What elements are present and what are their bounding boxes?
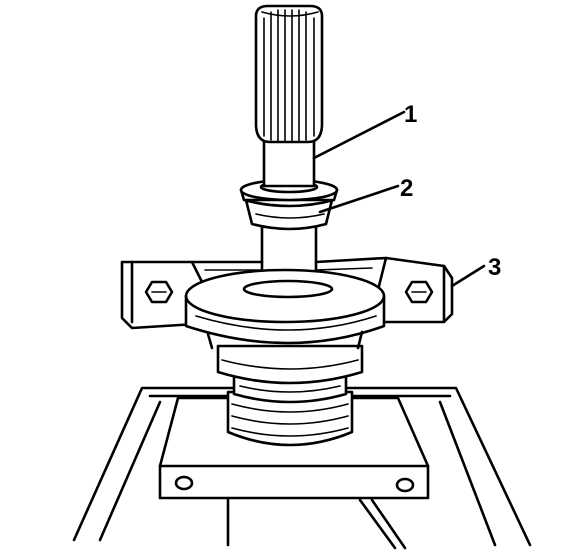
driveshaft bbox=[254, 4, 324, 188]
plate-hole-right bbox=[395, 477, 415, 493]
center-bearing-housing bbox=[184, 268, 386, 350]
mount-bracket-right bbox=[314, 256, 454, 324]
leader-line-3 bbox=[450, 264, 486, 288]
callout-2: 2 bbox=[400, 175, 413, 202]
dust-deflector-ring bbox=[239, 178, 339, 231]
press-adapter bbox=[216, 344, 364, 447]
plate-hole-left bbox=[174, 475, 194, 491]
callout-3: 3 bbox=[488, 254, 501, 281]
callout-1: 1 bbox=[404, 101, 417, 128]
leader-line-1 bbox=[312, 110, 406, 160]
leader-line-2 bbox=[318, 184, 400, 214]
shaft-splines bbox=[254, 4, 324, 144]
